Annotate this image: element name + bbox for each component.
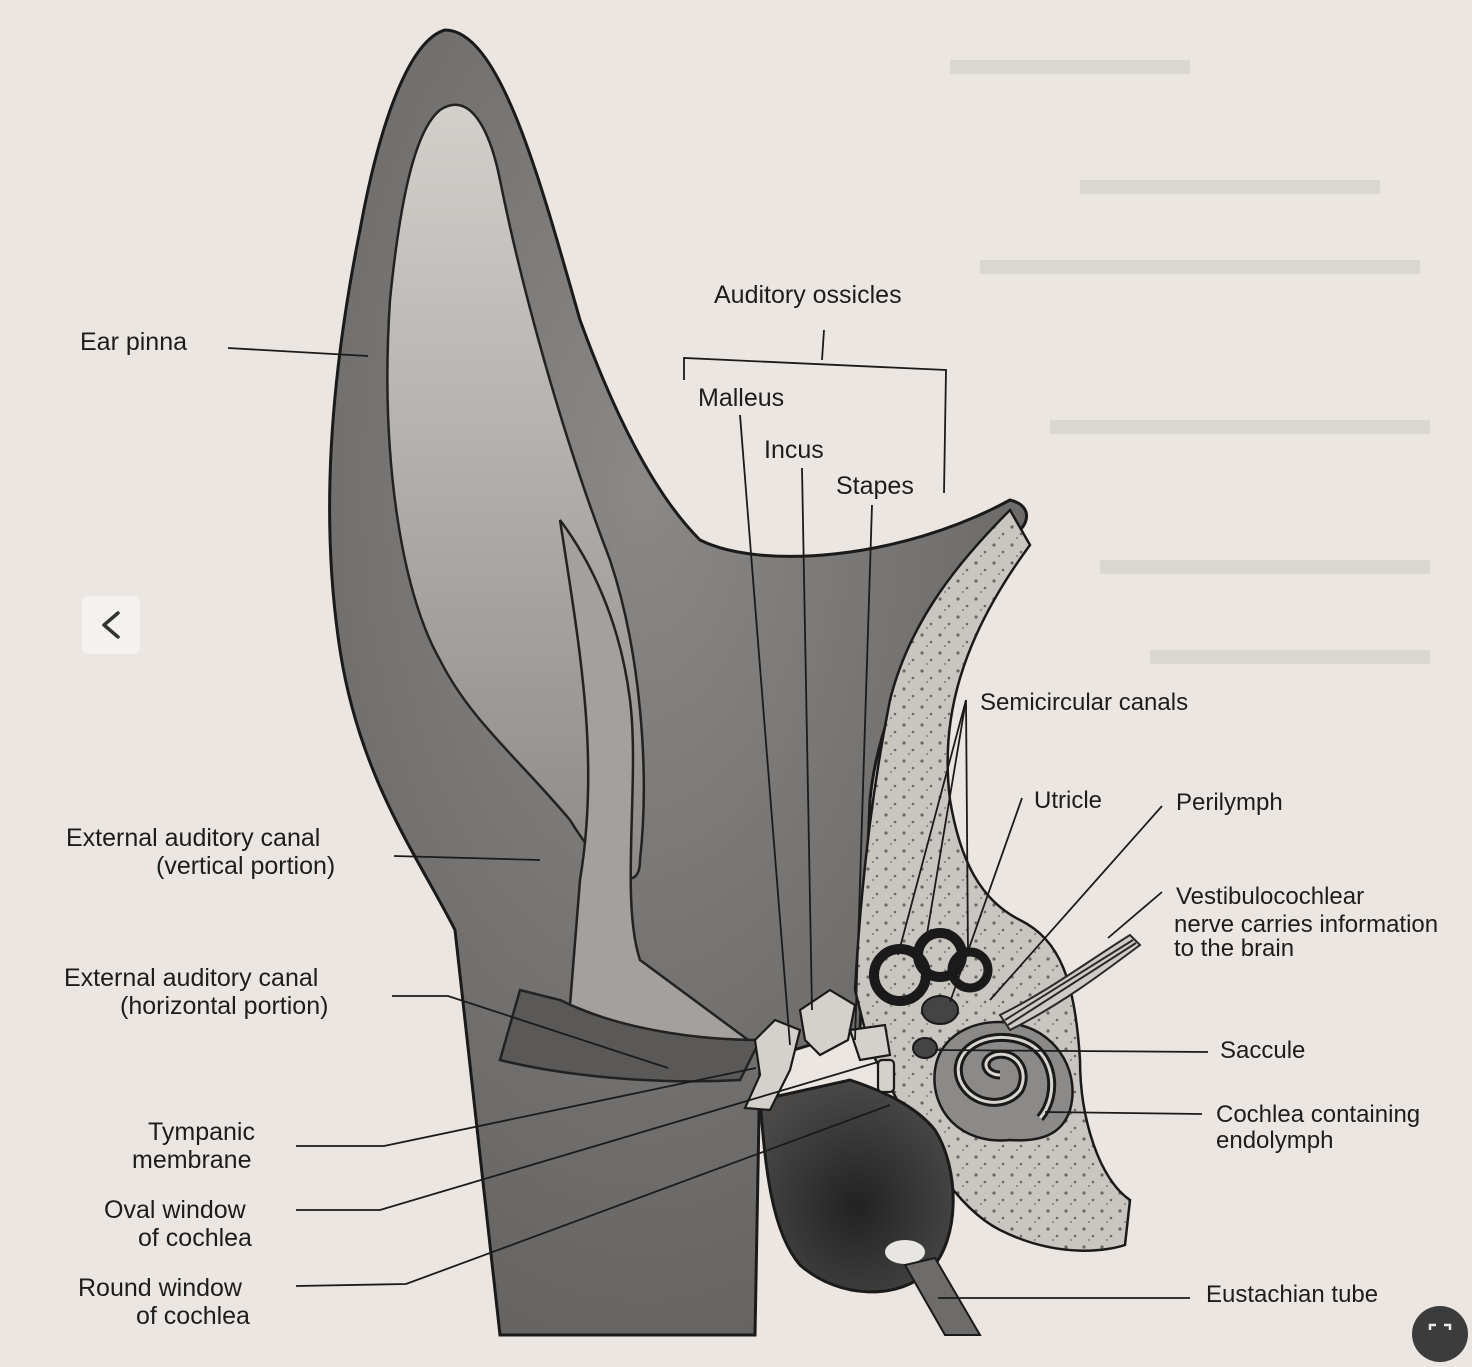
ossicles-bracket <box>683 329 947 494</box>
label-cochlea-1: Cochlea containing <box>1216 1101 1420 1128</box>
leader-incus <box>801 467 813 1011</box>
eustachian-tube-shape <box>903 1256 982 1336</box>
label-vestibulocochlear-1: Vestibulocochlear <box>1176 883 1364 910</box>
leader-semicircular-3 <box>965 699 969 956</box>
label-eustachian-tube: Eustachian tube <box>1206 1281 1378 1308</box>
leader-oval-window <box>296 1061 879 1211</box>
vestibulocochlear-nerve <box>998 933 1142 1032</box>
label-ext-canal-horizontal-2: (horizontal portion) <box>120 992 328 1020</box>
back-button[interactable] <box>82 596 140 654</box>
saccule-shape <box>912 1037 938 1059</box>
label-ext-canal-vertical-1: External auditory canal <box>66 824 320 852</box>
leader-round-window <box>295 1104 891 1287</box>
label-vestibulocochlear-3: to the brain <box>1174 935 1294 962</box>
ossicles <box>743 988 896 1112</box>
leader-malleus <box>739 414 791 1046</box>
label-perilymph: Perilymph <box>1176 789 1283 816</box>
malleus-shape <box>743 1018 802 1112</box>
label-cochlea-2: endolymph <box>1216 1127 1333 1154</box>
label-tympanic-1: Tympanic <box>148 1118 255 1146</box>
label-ext-canal-vertical-2: (vertical portion) <box>156 852 335 880</box>
stapes-shape <box>848 1023 892 1062</box>
leader-cochlea <box>1044 1111 1203 1115</box>
label-tympanic-2: membrane <box>132 1146 252 1174</box>
scan-button[interactable] <box>1412 1306 1468 1362</box>
utricle-shape <box>921 995 959 1025</box>
label-round-window-1: Round window <box>78 1274 243 1302</box>
label-semicircular-canals: Semicircular canals <box>980 689 1188 716</box>
label-utricle: Utricle <box>1034 787 1102 814</box>
label-ear-pinna: Ear pinna <box>80 328 187 356</box>
oval-window-plate <box>876 1058 896 1094</box>
label-malleus: Malleus <box>698 384 784 412</box>
leader-ext-canal-horizontal <box>392 995 669 1069</box>
cochlea-spiral-light <box>956 1035 1054 1119</box>
label-saccule: Saccule <box>1220 1037 1305 1064</box>
cochlea <box>933 1020 1074 1142</box>
label-oval-window-2: of cochlea <box>138 1224 252 1252</box>
semicircular-canal-3 <box>947 947 993 993</box>
leader-stapes <box>854 504 873 1041</box>
leader-semicircular-2 <box>925 699 967 941</box>
leader-semicircular-1 <box>897 699 967 956</box>
leader-ear-pinna <box>227 347 369 357</box>
leader-perilymph <box>989 805 1163 1001</box>
vertical-canal-shape <box>558 519 759 1057</box>
labels: Ear pinna Auditory ossicles Malleus Incu… <box>64 281 1438 1330</box>
leader-vestibulocochlear <box>1107 891 1163 939</box>
label-oval-window-1: Oval window <box>104 1196 247 1224</box>
chevron-left-icon <box>102 611 120 639</box>
label-vestibulocochlear-2: nerve carries information <box>1174 911 1438 938</box>
label-stapes: Stapes <box>836 472 914 500</box>
scan-icon <box>1428 1323 1452 1330</box>
leader-saccule <box>934 1049 1209 1053</box>
label-round-window-2: of cochlea <box>136 1302 250 1330</box>
label-auditory-ossicles: Auditory ossicles <box>714 281 902 309</box>
incus-shape <box>798 988 857 1057</box>
label-ext-canal-horizontal-1: External auditory canal <box>64 964 318 992</box>
leader-lines <box>227 347 1209 1299</box>
background-page <box>950 60 1430 664</box>
label-incus: Incus <box>764 436 824 464</box>
leader-utricle <box>949 797 1023 1003</box>
cavity-highlight <box>885 1240 925 1264</box>
leader-tympanic <box>296 1067 757 1147</box>
leader-ext-canal-vertical <box>393 855 541 861</box>
